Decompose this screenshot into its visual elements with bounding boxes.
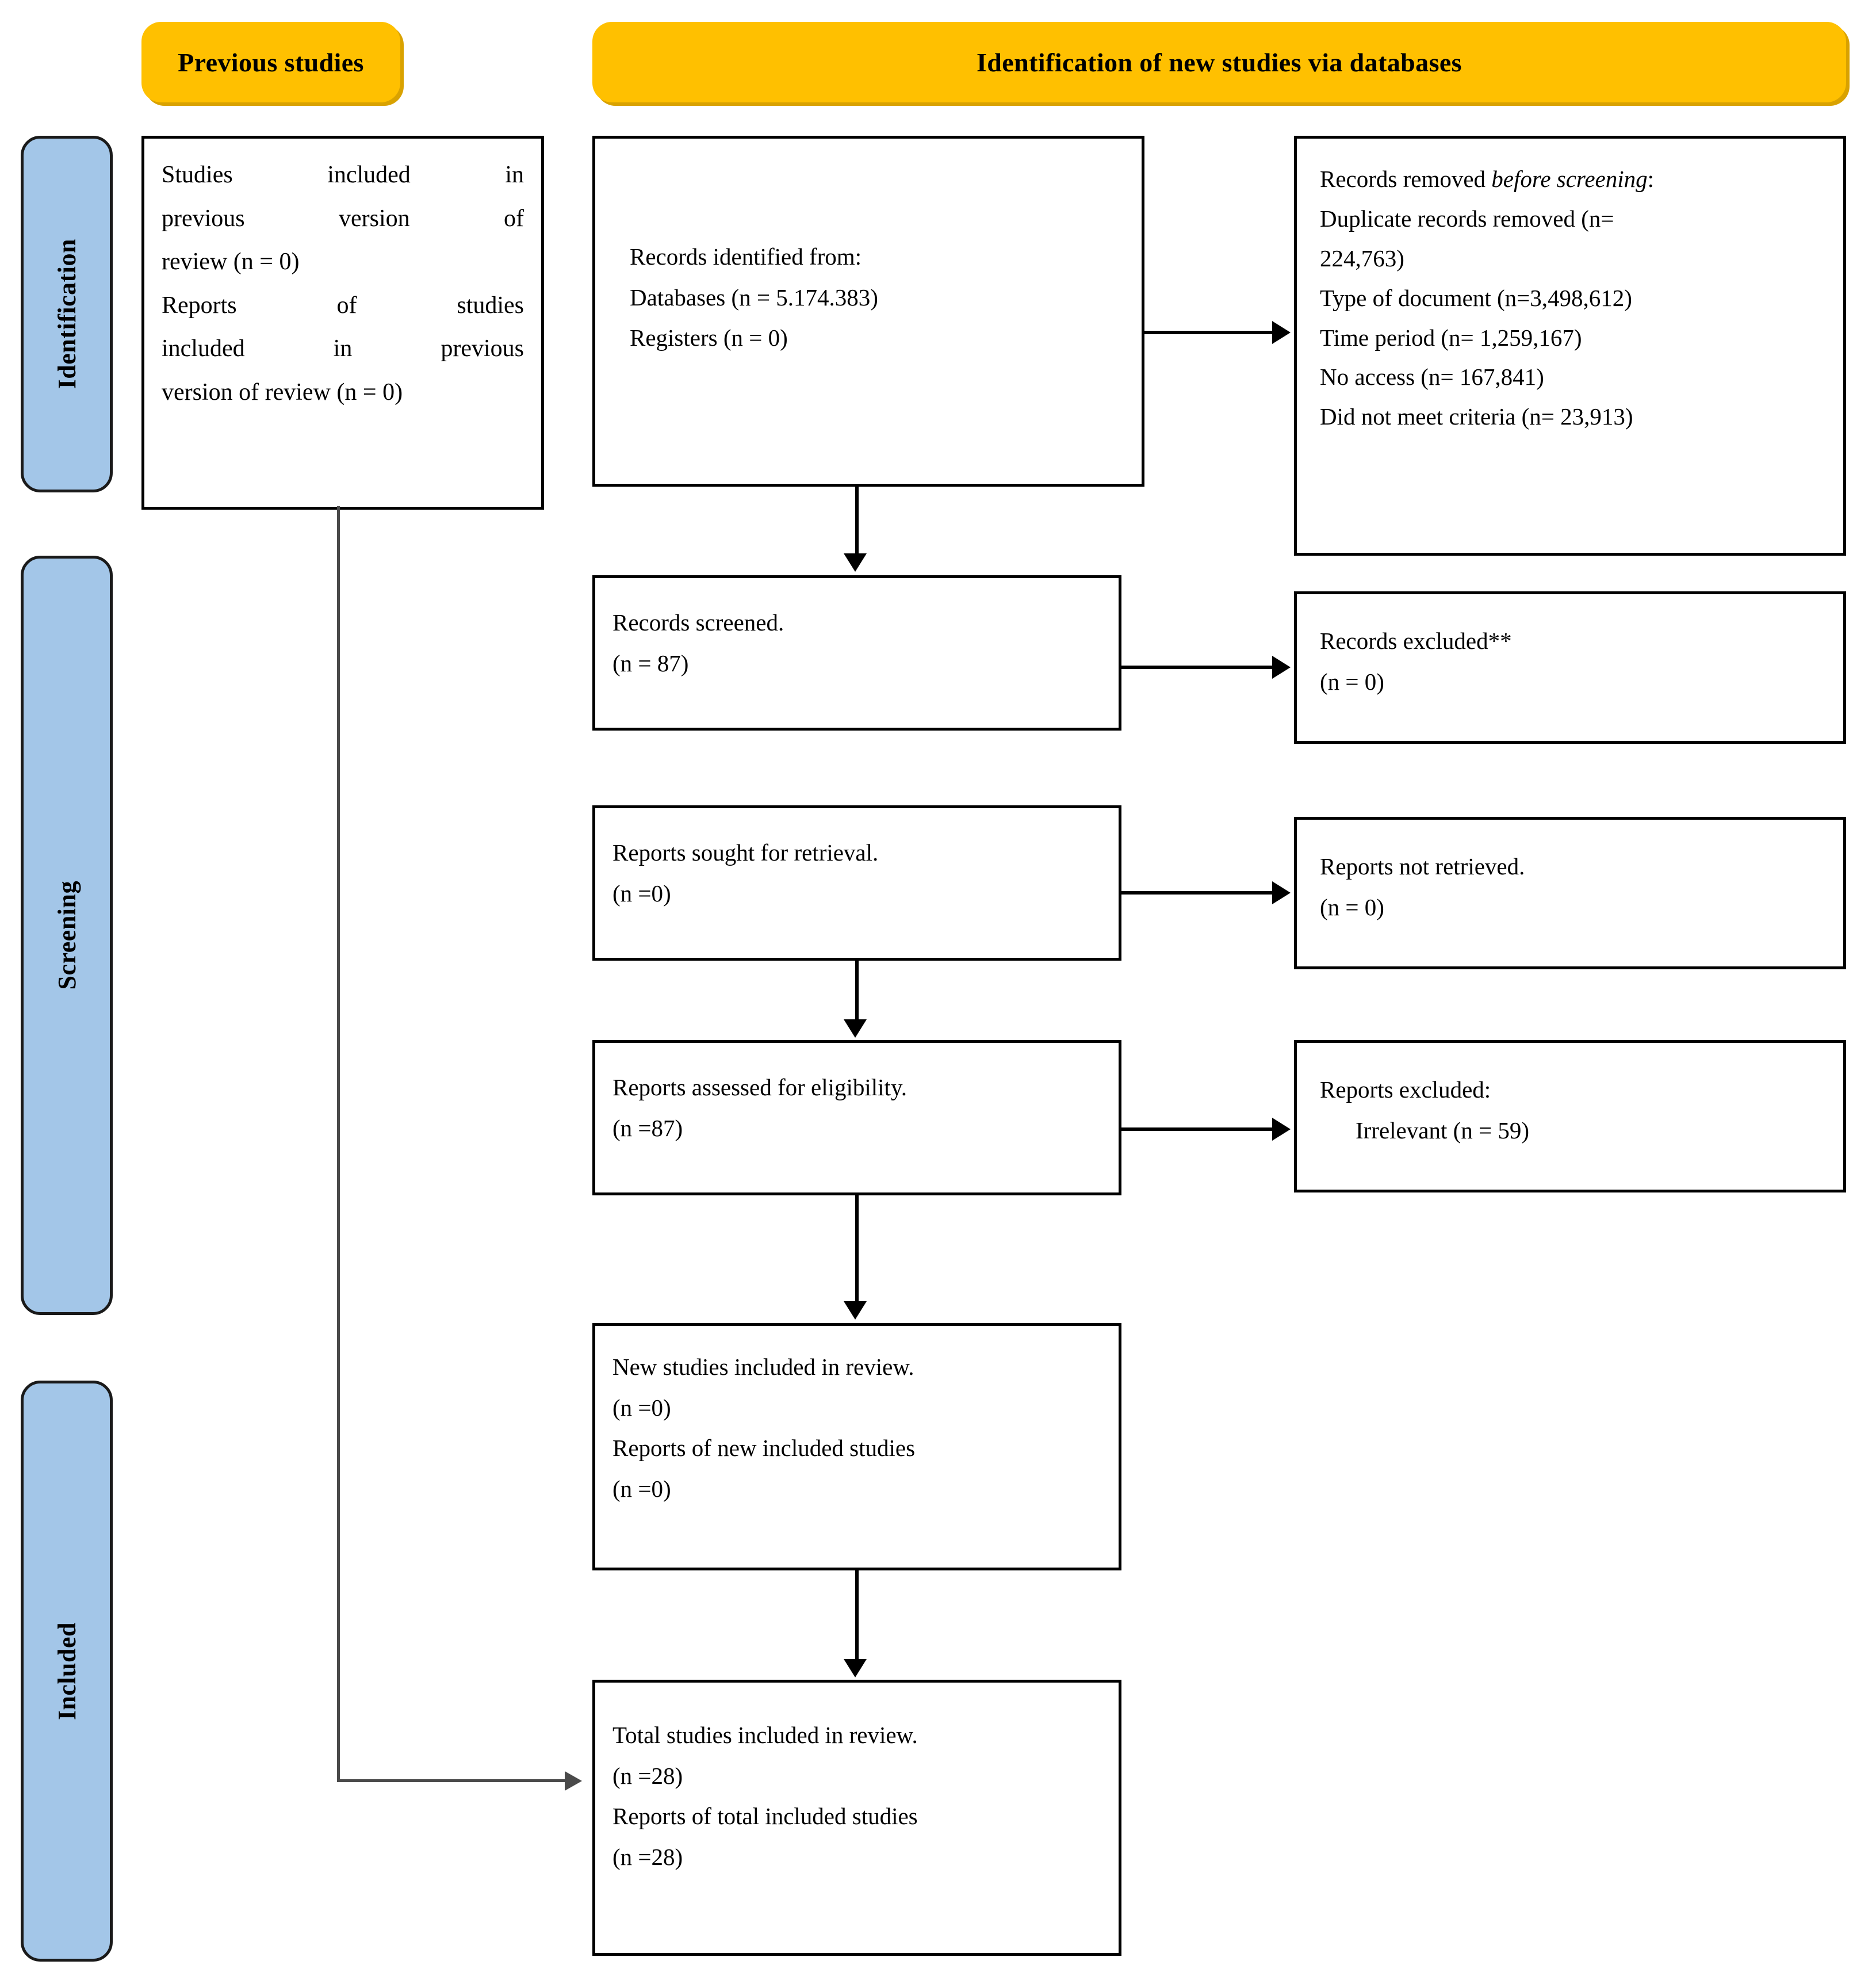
connector-sought-to-assessed [855, 961, 859, 1023]
box-records-screened: Records screened. (n = 87) [592, 575, 1121, 731]
previous-studies-line-5: included in previous [162, 335, 524, 362]
stage-screening: Screening [21, 556, 113, 1315]
connector-assessed-to-reports-excluded [1121, 1127, 1276, 1131]
previous-studies-line-6: version of review (n = 0) [162, 379, 403, 406]
box-total-studies-included: Total studies included in review. (n =28… [592, 1680, 1121, 1956]
total-studies-included-line-4: (n =28) [612, 1843, 683, 1870]
arrowhead-previous-to-total [565, 1771, 582, 1791]
connector-previous-to-total-horizontal [337, 1779, 567, 1782]
arrowhead-assessed-to-new-studies [844, 1301, 867, 1320]
box-reports-assessed: Reports assessed for eligibility. (n =87… [592, 1040, 1121, 1195]
records-screened-line-2: (n = 87) [612, 649, 689, 676]
reports-sought-line-1: Reports sought for retrieval. [612, 839, 879, 866]
previous-studies-line-3: review (n = 0) [162, 249, 300, 276]
new-studies-included-line-1: New studies included in review. [612, 1354, 914, 1380]
records-removed-line-6: No access (n= 167,841) [1320, 364, 1544, 391]
records-removed-title-colon: : [1647, 166, 1655, 192]
box-records-removed-before-screening: Records removed before screening: Duplic… [1294, 136, 1846, 556]
connector-identified-to-removed [1144, 331, 1276, 334]
stage-included-label: Included [52, 1622, 81, 1721]
total-studies-included-line-2: (n =28) [612, 1762, 683, 1789]
total-studies-included-line-1: Total studies included in review. [612, 1722, 918, 1748]
records-screened-line-1: Records screened. [612, 609, 784, 636]
connector-new-studies-to-total [855, 1570, 859, 1662]
connector-identified-to-screened [855, 487, 859, 557]
arrowhead-identified-to-screened [844, 553, 867, 572]
records-identified-line-3: Registers (n = 0) [630, 324, 788, 351]
records-removed-line-4: Type of document (n=3,498,612) [1320, 284, 1632, 311]
records-identified-line-1: Records identified from: [630, 243, 862, 270]
records-removed-line-7: Did not meet criteria (n= 23,913) [1320, 403, 1633, 430]
box-new-studies-included: New studies included in review. (n =0) R… [592, 1323, 1121, 1570]
box-reports-sought: Reports sought for retrieval. (n =0) [592, 805, 1121, 961]
records-removed-line-2: Duplicate records removed (n= [1320, 205, 1614, 232]
banner-identification-new-studies-label: Identification of new studies via databa… [977, 47, 1462, 77]
banner-previous-studies-label: Previous studies [178, 47, 364, 77]
stage-screening-label: Screening [52, 881, 81, 990]
records-removed-title: Records removed before screening: [1320, 159, 1833, 199]
box-previous-studies: Studies included in previous version of … [141, 136, 544, 510]
box-records-identified: Records identified from: Databases (n = … [592, 136, 1144, 487]
arrowhead-assessed-to-reports-excluded [1272, 1118, 1291, 1141]
connector-assessed-to-new-studies [855, 1195, 859, 1305]
box-records-excluded: Records excluded** (n = 0) [1294, 591, 1846, 744]
connector-screened-to-excluded [1121, 666, 1276, 669]
stage-identification-label: Identification [52, 239, 81, 389]
arrowhead-sought-to-not-retrieved [1272, 881, 1291, 904]
stage-identification: Identification [21, 136, 113, 492]
records-identified-line-2: Databases (n = 5.174.383) [630, 284, 878, 311]
reports-sought-line-2: (n =0) [612, 880, 671, 907]
arrowhead-screened-to-excluded [1272, 656, 1291, 679]
reports-excluded-line-1: Reports excluded: [1320, 1076, 1491, 1103]
reports-assessed-line-1: Reports assessed for eligibility. [612, 1074, 908, 1100]
connector-previous-to-total-vertical [337, 506, 340, 1782]
reports-excluded-line-2: Irrelevant (n = 59) [1356, 1117, 1530, 1144]
box-reports-excluded: Reports excluded: Irrelevant (n = 59) [1294, 1040, 1846, 1192]
reports-not-retrieved-line-2: (n = 0) [1320, 893, 1384, 920]
records-removed-title-italic: before screening [1491, 166, 1648, 192]
new-studies-included-line-2: (n =0) [612, 1394, 671, 1421]
records-removed-line-3: 224,763) [1320, 244, 1404, 272]
previous-studies-line-2: previous version of [162, 205, 524, 232]
records-removed-title-plain: Records removed [1320, 166, 1492, 192]
total-studies-included-line-3: Reports of total included studies [612, 1803, 918, 1830]
previous-studies-line-1: Studies included in [162, 162, 524, 188]
previous-studies-line-4: Reports of studies [162, 292, 524, 319]
arrowhead-identified-to-removed [1272, 321, 1291, 344]
arrowhead-new-studies-to-total [844, 1659, 867, 1677]
box-reports-not-retrieved: Reports not retrieved. (n = 0) [1294, 817, 1846, 969]
arrowhead-sought-to-assessed [844, 1019, 867, 1038]
new-studies-included-line-3: Reports of new included studies [612, 1435, 916, 1462]
reports-not-retrieved-line-1: Reports not retrieved. [1320, 853, 1525, 880]
records-excluded-line-1: Records excluded** [1320, 628, 1512, 654]
stage-included: Included [21, 1381, 113, 1962]
connector-sought-to-not-retrieved [1121, 891, 1276, 895]
records-excluded-line-2: (n = 0) [1320, 668, 1384, 695]
reports-assessed-line-2: (n =87) [612, 1114, 683, 1141]
new-studies-included-line-4: (n =0) [612, 1475, 671, 1502]
records-removed-line-5: Time period (n= 1,259,167) [1320, 324, 1582, 351]
banner-previous-studies: Previous studies [141, 22, 400, 102]
banner-identification-new-studies: Identification of new studies via databa… [592, 22, 1846, 102]
